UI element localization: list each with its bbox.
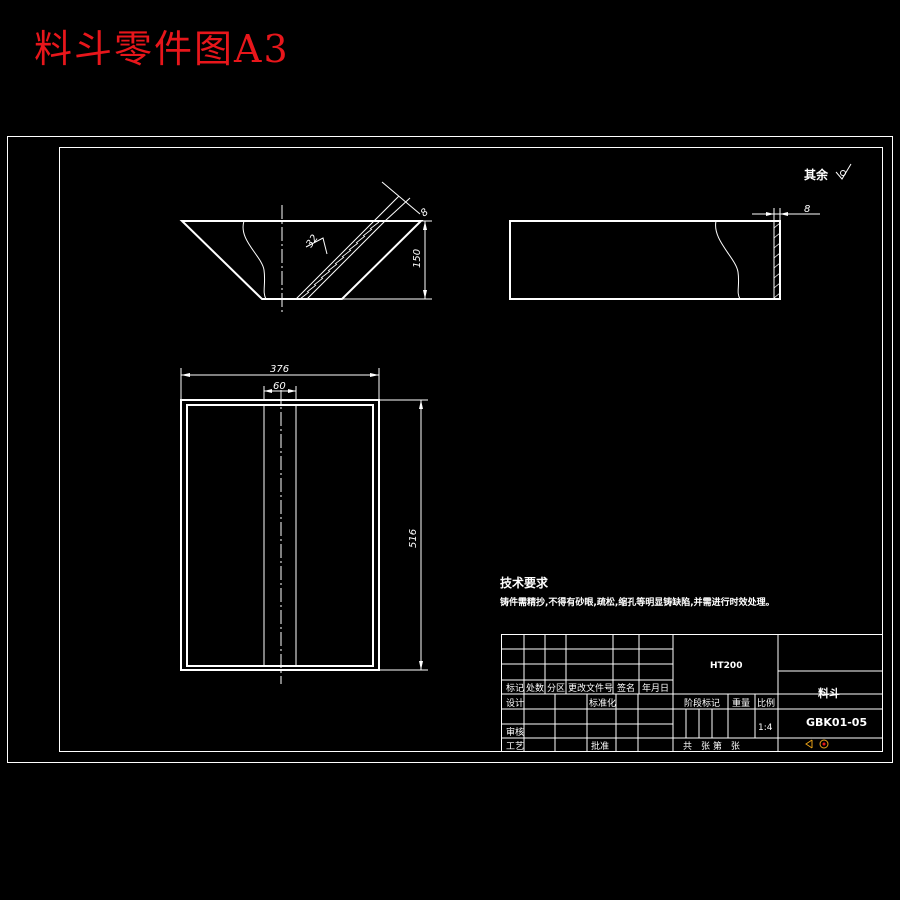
scale-label: 1:4	[758, 723, 773, 733]
side-view: 8	[509, 204, 820, 300]
dimension-width: 376	[180, 364, 380, 400]
technical-requirements: 技术要求 铸件需精抄,不得有砂眼,疏松,缩孔等明显铸缺陷,并需进行时效处理。	[500, 575, 775, 608]
dimension-length: 516	[379, 399, 428, 671]
front-view-hatched-wall	[295, 220, 386, 300]
projection-symbol-icon	[805, 739, 829, 749]
svg-text:设计: 设计	[506, 697, 524, 709]
top-view: 376 60 516	[180, 364, 428, 684]
svg-text:8: 8	[804, 204, 810, 215]
dimension-bevel-offset: 32	[304, 233, 328, 255]
dimension-center-width: 60	[263, 381, 297, 400]
svg-text:处数: 处数	[526, 682, 544, 694]
top-view-inner	[186, 404, 374, 667]
material-label: HT200	[710, 661, 742, 671]
svg-text:工艺: 工艺	[506, 741, 524, 752]
front-view-break-line	[242, 220, 267, 300]
svg-text:签名: 签名	[617, 682, 635, 694]
roughness-note: 其余	[804, 163, 852, 182]
svg-text:审核: 审核	[506, 726, 524, 738]
roughness-label: 其余	[804, 167, 829, 182]
svg-text:32: 32	[304, 233, 320, 250]
page-title: 料斗零件图A3	[34, 27, 290, 71]
svg-text:批准: 批准	[591, 740, 609, 752]
svg-text:更改文件号: 更改文件号	[568, 682, 613, 694]
roughness-symbol-icon	[835, 163, 852, 180]
svg-text:376: 376	[270, 364, 289, 375]
front-view: 8 32 150	[179, 181, 432, 312]
svg-text:重量: 重量	[732, 697, 750, 709]
svg-text:共 张 第 张: 共 张 第 张	[683, 740, 740, 752]
front-view-outline	[179, 220, 424, 300]
side-view-outline	[509, 220, 781, 300]
tech-requirements-text: 铸件需精抄,不得有砂眼,疏松,缩孔等明显铸缺陷,并需进行时效处理。	[500, 596, 775, 608]
part-name: 料斗	[818, 686, 840, 700]
top-view-outer	[180, 399, 380, 671]
svg-text:标准化: 标准化	[589, 697, 616, 709]
svg-text:分区: 分区	[547, 683, 565, 694]
svg-text:年月日: 年月日	[642, 682, 669, 694]
svg-text:标记: 标记	[506, 682, 524, 694]
svg-text:比例: 比例	[757, 697, 775, 709]
svg-text:516: 516	[408, 529, 419, 548]
drawing-number: GBK01-05	[806, 716, 867, 729]
tech-requirements-title: 技术要求	[500, 575, 549, 590]
side-view-hatched-wall	[773, 221, 781, 299]
svg-text:阶段标记: 阶段标记	[684, 697, 720, 709]
inner-border	[59, 147, 883, 752]
outer-border	[7, 136, 893, 763]
dimension-bevel-thickness: 8	[373, 181, 431, 222]
dimension-height: 150	[342, 220, 432, 300]
side-view-break-line	[715, 220, 741, 300]
svg-text:8: 8	[419, 207, 431, 220]
dimension-side-thickness: 8	[752, 204, 820, 221]
title-block: 标记 处数 分区 更改文件号 签名 年月日 设计 标准化 审核 工艺 批准 HT…	[501, 634, 883, 752]
svg-text:150: 150	[412, 249, 423, 268]
svg-text:60: 60	[273, 381, 286, 392]
